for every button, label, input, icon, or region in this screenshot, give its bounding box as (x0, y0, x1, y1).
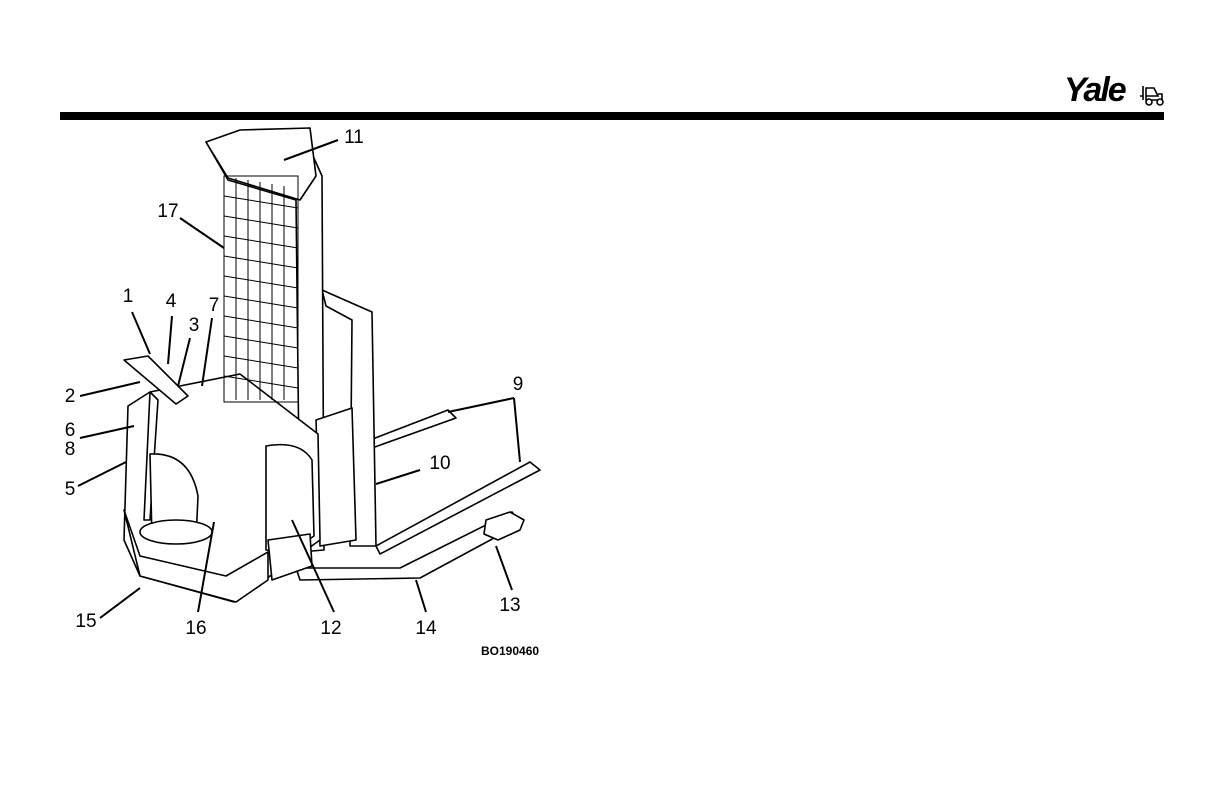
overhead-guard-grid (224, 176, 298, 402)
header-rule (60, 112, 1164, 120)
callout-5: 5 (65, 480, 76, 500)
callout-17: 17 (157, 202, 178, 222)
left-fork-back (370, 410, 456, 448)
figure-code: BO190460 (481, 644, 539, 658)
carriage (316, 408, 356, 546)
brand-wordmark: Yale (1064, 70, 1125, 110)
callout-10: 10 (429, 454, 450, 474)
callout-12: 12 (320, 619, 341, 639)
callout-16: 16 (185, 619, 206, 639)
callout-1: 1 (123, 287, 134, 307)
callout-15: 15 (75, 612, 96, 632)
callout-13: 13 (499, 596, 520, 616)
callout-4: 4 (166, 292, 177, 312)
callout-9: 9 (513, 375, 524, 395)
load-wheel-housing (484, 512, 524, 540)
drive-wheel-ring (140, 520, 212, 544)
callout-11: 11 (344, 128, 364, 148)
callout-6: 6 (65, 421, 76, 441)
forklift-icon (1140, 84, 1168, 106)
callout-2: 2 (65, 387, 76, 407)
callout-3: 3 (189, 316, 200, 336)
callout-14: 14 (415, 619, 436, 639)
callout-8: 8 (65, 440, 76, 460)
callout-7: 7 (209, 296, 220, 316)
yale-logo: Yale (1064, 70, 1168, 110)
stacker-truck-illustration (50, 120, 570, 680)
